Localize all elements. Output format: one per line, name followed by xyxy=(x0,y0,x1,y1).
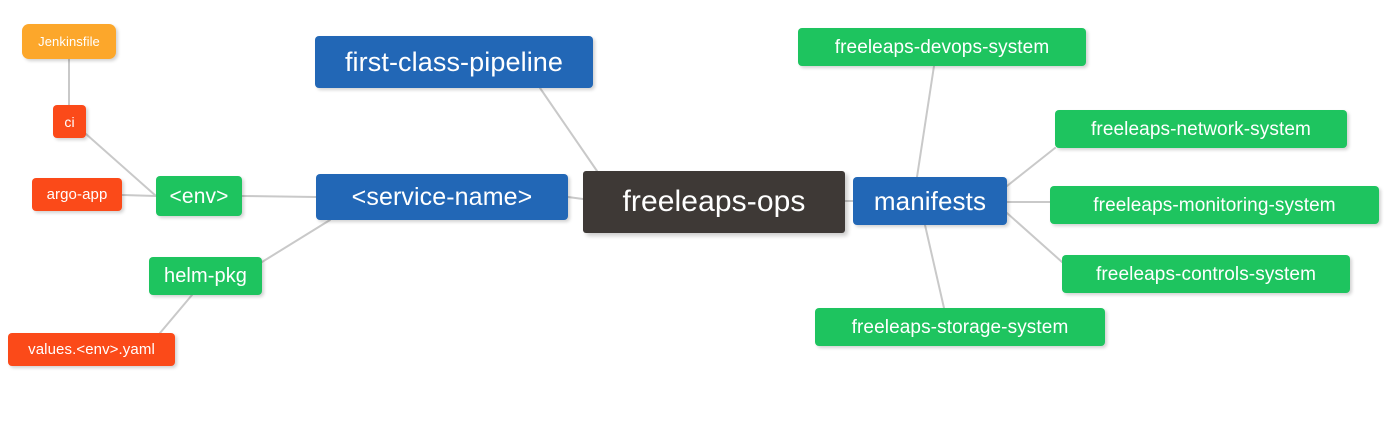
node-values-yaml[interactable]: values.<env>.yaml xyxy=(8,333,175,366)
node-network-system[interactable]: freeleaps-network-system xyxy=(1055,110,1347,148)
edge-network-system-to-manifests xyxy=(1006,147,1056,187)
edge-env-to-service-name xyxy=(241,195,317,198)
node-helm-pkg[interactable]: helm-pkg xyxy=(149,257,262,295)
node-jenkinsfile[interactable]: Jenkinsfile xyxy=(22,24,116,59)
node-service-name[interactable]: <service-name> xyxy=(316,174,568,220)
edge-storage-system-to-manifests xyxy=(924,224,945,309)
node-storage-system[interactable]: freeleaps-storage-system xyxy=(815,308,1105,346)
node-env[interactable]: <env> xyxy=(156,176,242,216)
node-controls-system[interactable]: freeleaps-controls-system xyxy=(1062,255,1350,293)
node-ci[interactable]: ci xyxy=(53,105,86,138)
node-manifests[interactable]: manifests xyxy=(853,177,1007,225)
node-argo-app[interactable]: argo-app xyxy=(32,178,122,211)
edge-devops-system-to-manifests xyxy=(916,65,935,178)
node-first-class[interactable]: first-class-pipeline xyxy=(315,36,593,88)
edge-values-yaml-to-helm-pkg xyxy=(159,294,193,334)
edge-helm-pkg-to-service-name xyxy=(261,219,331,263)
edge-argo-app-to-env xyxy=(121,194,157,197)
node-freeleaps-ops[interactable]: freeleaps-ops xyxy=(583,171,845,233)
node-monitoring-system[interactable]: freeleaps-monitoring-system xyxy=(1050,186,1379,224)
edge-service-name-to-freeleaps-ops xyxy=(567,196,584,200)
node-devops-system[interactable]: freeleaps-devops-system xyxy=(798,28,1086,66)
edge-first-class-to-freeleaps-ops xyxy=(539,87,598,172)
